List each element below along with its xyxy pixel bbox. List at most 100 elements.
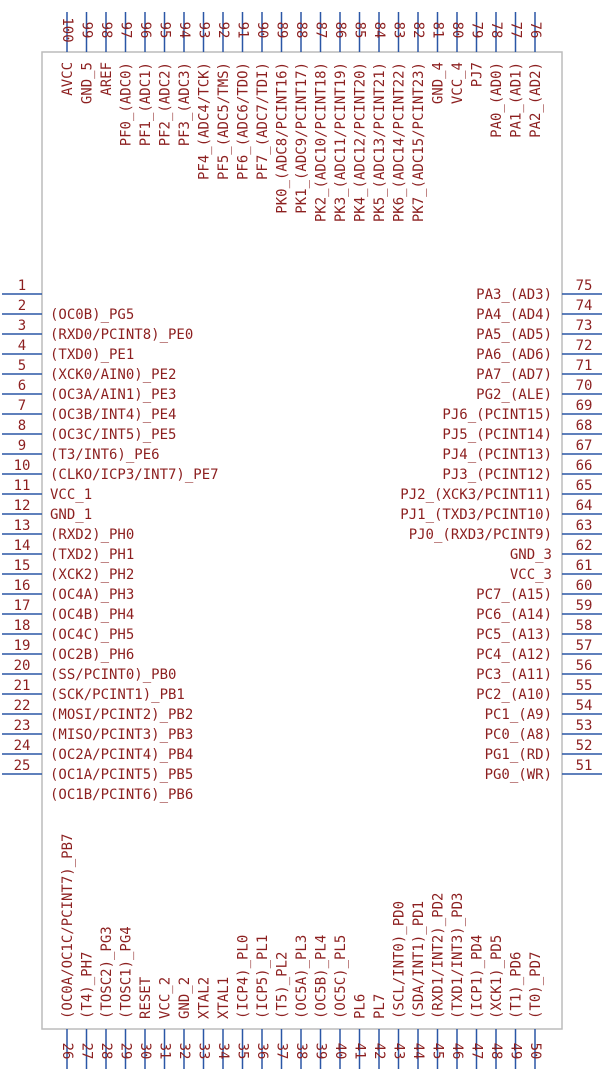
pin-number: 28 — [98, 1043, 114, 1060]
pin-label: GND_4 — [431, 62, 447, 104]
pin-label: (ICP5)_PL1 — [255, 935, 271, 1019]
pin-number: 87 — [313, 22, 329, 39]
pin-label: (TXD0)_PE1 — [50, 347, 134, 363]
pin-label: (SDA/INT1)_PD1 — [411, 901, 427, 1019]
pin-number: 7 — [18, 398, 26, 414]
pin-label: (T4)_PH7 — [80, 952, 96, 1019]
pin-label: PC3_(A11) — [476, 667, 552, 683]
pin-label: (OC2B)_PH6 — [50, 647, 134, 663]
pin-number: 51 — [576, 758, 593, 774]
pin-label: VCC_3 — [510, 567, 552, 583]
ic-body — [41, 51, 563, 1030]
top-pin-group: 100AVCC99GND_598AREF97PF0_(ADC0)96PF1_(A… — [59, 12, 544, 222]
pin-label: GND_1 — [50, 507, 92, 523]
pin-number: 12 — [14, 498, 31, 514]
pin-number: 91 — [235, 22, 251, 39]
pin-label: PA3_(AD3) — [476, 287, 552, 303]
pin-number: 95 — [157, 22, 173, 39]
pin-number: 47 — [469, 1043, 485, 1060]
pin-label: PF6_(ADC6/TDO) — [236, 62, 252, 180]
pin-label: PG1_(RD) — [485, 747, 552, 763]
pin-label: (T1)_PD6 — [509, 952, 525, 1019]
pin-number: 64 — [576, 498, 593, 514]
pin-label: PJ5_(PCINT14) — [442, 427, 552, 443]
pin-label: VCC_4 — [450, 62, 466, 104]
pin-label: (SCK/PCINT1)_PB1 — [50, 687, 185, 703]
pin-label: PF4_(ADC4/TCK) — [197, 62, 213, 180]
pin-label: (OC5C)_PL5 — [333, 935, 349, 1019]
pin-label: PJ0_(RXD3/PCINT9) — [409, 527, 552, 543]
pin-number: 98 — [98, 22, 114, 39]
pin-label: (OC4B)_PH4 — [50, 607, 134, 623]
pin-label: PA4_(AD4) — [476, 307, 552, 323]
pin-number: 82 — [410, 22, 426, 39]
pin-label: PC1_(A9) — [485, 707, 552, 723]
pin-number: 62 — [576, 538, 593, 554]
pin-number: 60 — [576, 578, 593, 594]
pin-label: GND_5 — [80, 62, 96, 104]
pin-label: PA7_(AD7) — [476, 367, 552, 383]
left-pin-group: 12(OC0B)_PG53(RXD0/PCINT8)_PE04(TXD0)_PE… — [2, 278, 219, 803]
pin-number: 24 — [14, 738, 31, 754]
pin-label: GND_3 — [510, 547, 552, 563]
pin-number: 83 — [391, 22, 407, 39]
pin-number: 54 — [576, 698, 593, 714]
pin-label: (OC3A/AIN1)_PE3 — [50, 387, 176, 403]
pin-label: (OC5A)_PL3 — [294, 935, 310, 1019]
pin-label: PC6_(A14) — [476, 607, 552, 623]
pin-number: 14 — [14, 538, 31, 554]
pin-number: 93 — [196, 22, 212, 39]
pin-number: 19 — [14, 638, 31, 654]
pin-number: 39 — [313, 1043, 329, 1060]
pin-number: 67 — [576, 438, 593, 454]
pin-label: XTAL2 — [197, 977, 213, 1019]
pin-label: PK7_(ADC15/PCINT23) — [411, 62, 427, 222]
pin-number: 34 — [215, 1043, 231, 1060]
pin-label: PC7_(A15) — [476, 587, 552, 603]
pin-number: 58 — [576, 618, 593, 634]
pin-label: PF1_(ADC1) — [138, 62, 154, 146]
pin-number: 73 — [576, 318, 593, 334]
pin-number: 15 — [14, 558, 31, 574]
pin-number: 33 — [196, 1043, 212, 1060]
pin-label: PJ3_(PCINT12) — [442, 467, 552, 483]
pin-number: 4 — [18, 338, 26, 354]
pin-number: 75 — [576, 278, 593, 294]
pin-number: 13 — [14, 518, 31, 534]
pin-label: (TXD2)_PH1 — [50, 547, 134, 563]
pin-number: 36 — [254, 1043, 270, 1060]
pin-number: 89 — [274, 22, 290, 39]
pin-label: PJ6_(PCINT15) — [442, 407, 552, 423]
pin-label: PF2_(ADC2) — [158, 62, 174, 146]
pin-label: (OC0B)_PG5 — [50, 307, 134, 323]
pin-label: (SS/PCINT0)_PB0 — [50, 667, 176, 683]
pin-number: 79 — [469, 22, 485, 39]
pin-number: 50 — [527, 1043, 543, 1060]
pin-number: 35 — [235, 1043, 251, 1060]
pin-label: RESET — [138, 976, 154, 1019]
pin-number: 92 — [215, 22, 231, 39]
pin-number: 44 — [410, 1043, 426, 1060]
pin-label: PJ4_(PCINT13) — [442, 447, 552, 463]
pin-number: 18 — [14, 618, 31, 634]
pin-number: 74 — [576, 298, 593, 314]
pin-number: 1 — [18, 278, 26, 294]
pin-number: 78 — [488, 22, 504, 39]
pin-label: (XCK2)_PH2 — [50, 567, 134, 583]
pin-label: PC2_(A10) — [476, 687, 552, 703]
pin-number: 97 — [118, 22, 134, 39]
pin-label: (OC2A/PCINT4)_PB4 — [50, 747, 193, 763]
pin-number: 55 — [576, 678, 593, 694]
pin-label: PK4_(ADC12/PCINT20) — [353, 62, 369, 222]
pin-number: 81 — [430, 22, 446, 39]
pin-number: 65 — [576, 478, 593, 494]
pin-number: 52 — [576, 738, 593, 754]
pin-number: 46 — [449, 1043, 465, 1060]
pin-label: AVCC — [60, 62, 76, 96]
pin-number: 57 — [576, 638, 593, 654]
pin-label: (OC3B/INT4)_PE4 — [50, 407, 176, 423]
pin-label: (T3/INT6)_PE6 — [50, 447, 160, 463]
pin-label: PC0_(A8) — [485, 727, 552, 743]
pin-label: (MOSI/PCINT2)_PB2 — [50, 707, 193, 723]
